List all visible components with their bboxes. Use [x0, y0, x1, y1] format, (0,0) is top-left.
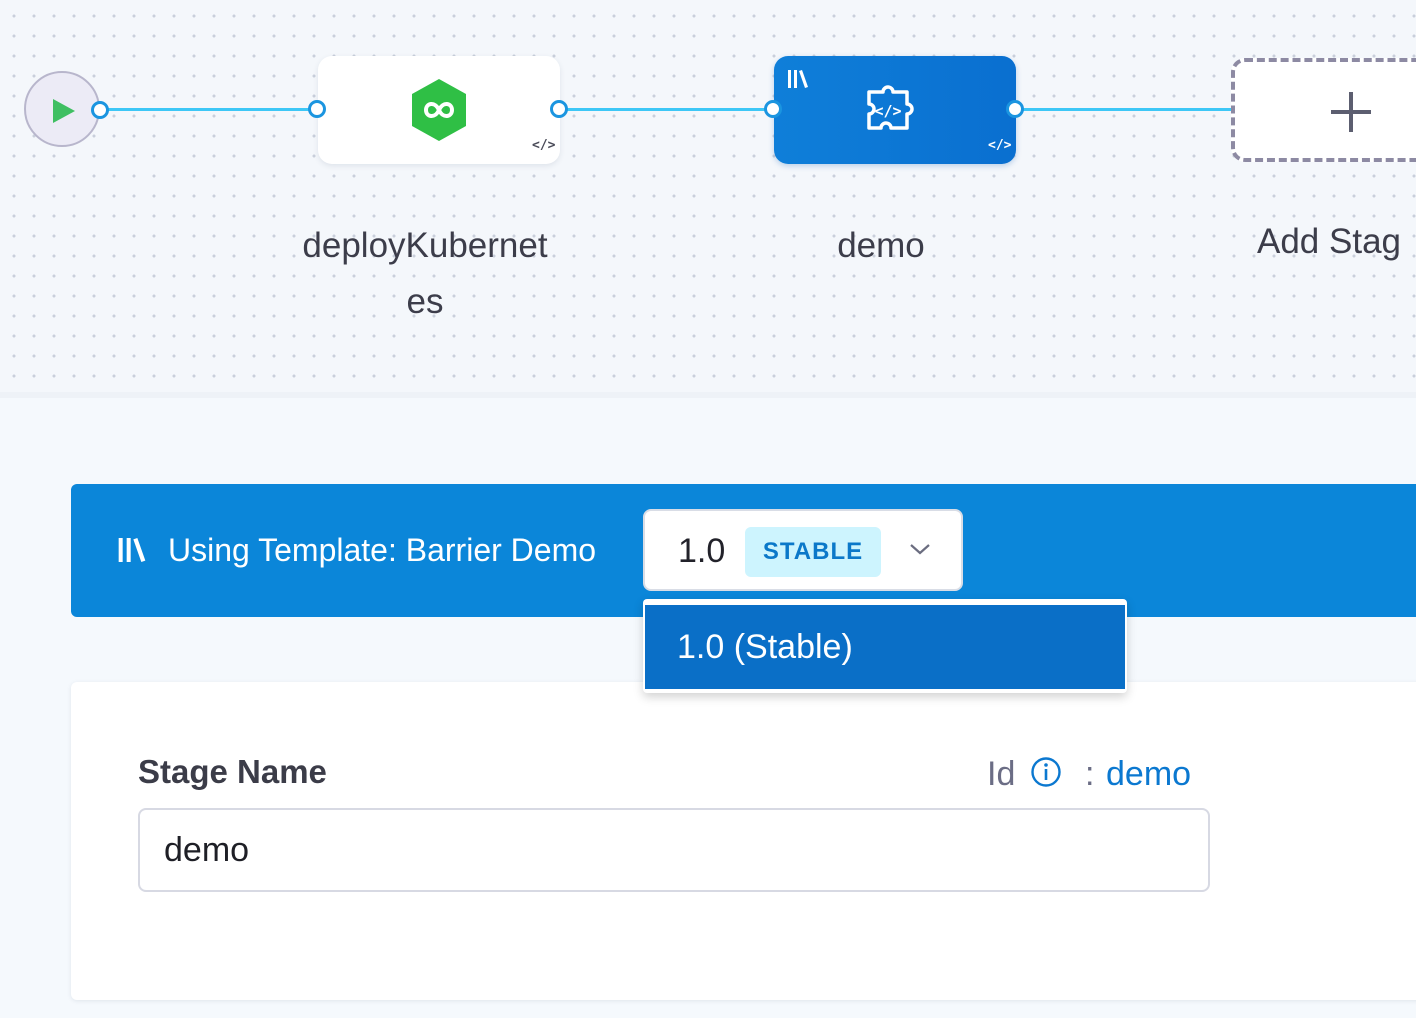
add-stage-label: Add Stag — [1257, 222, 1401, 261]
pipeline-start-button[interactable] — [24, 71, 100, 147]
info-icon[interactable] — [1030, 756, 1062, 788]
template-bar: Using Template: Barrier Demo 1.0 STABLE — [71, 484, 1416, 617]
stage-name-input[interactable] — [138, 808, 1210, 892]
template-library-icon — [118, 538, 146, 562]
id-label: Id — [987, 755, 1016, 793]
pipeline-canvas[interactable]: </> </> </> deployKubernet es demo Add S… — [0, 0, 1416, 398]
template-version-select[interactable]: 1.0 STABLE — [643, 509, 963, 591]
link-k8s-demo — [560, 108, 774, 111]
id-separator: : — [1085, 755, 1095, 793]
svg-text:</>: </> — [874, 102, 901, 120]
demo-input-port — [764, 100, 782, 118]
code-icon: </> — [532, 138, 556, 153]
stage-label-deploykubernetes: deployKubernet es — [270, 218, 580, 330]
status-badge: STABLE — [745, 527, 881, 577]
template-title: Using Template: Barrier Demo — [168, 532, 597, 568]
id-value[interactable]: demo — [1106, 755, 1192, 793]
demo-output-port — [1006, 100, 1024, 118]
stage-label-demo: demo — [837, 226, 925, 265]
code-icon: </> — [988, 138, 1012, 153]
kubernetes-deploy-icon — [412, 79, 466, 141]
start-output-port — [91, 101, 109, 119]
k8s-output-port — [550, 100, 568, 118]
add-stage-button[interactable] — [1231, 58, 1416, 162]
stage-name-label: Stage Name — [138, 753, 327, 790]
stage-label-line: deployKubernet — [302, 226, 548, 265]
template-stage-icon: </> — [867, 85, 914, 130]
version-dropdown-menu: 1.0 (Stable) — [643, 599, 1127, 693]
template-library-icon — [788, 70, 808, 88]
plus-icon — [1331, 92, 1371, 132]
stage-details-card: Stage Name Id : demo — [71, 682, 1416, 1000]
version-value: 1.0 — [678, 532, 726, 570]
stage-node-deploykubernetes[interactable]: </> — [318, 56, 560, 164]
version-option[interactable]: 1.0 (Stable) — [645, 605, 1125, 689]
k8s-input-port — [308, 100, 326, 118]
link-demo-add — [1016, 108, 1231, 111]
stage-label-line: es — [406, 282, 444, 321]
stage-node-demo[interactable]: </> </> — [774, 56, 1016, 164]
chevron-down-icon — [910, 544, 930, 555]
link-start-k8s — [100, 108, 318, 111]
play-icon — [53, 99, 75, 123]
